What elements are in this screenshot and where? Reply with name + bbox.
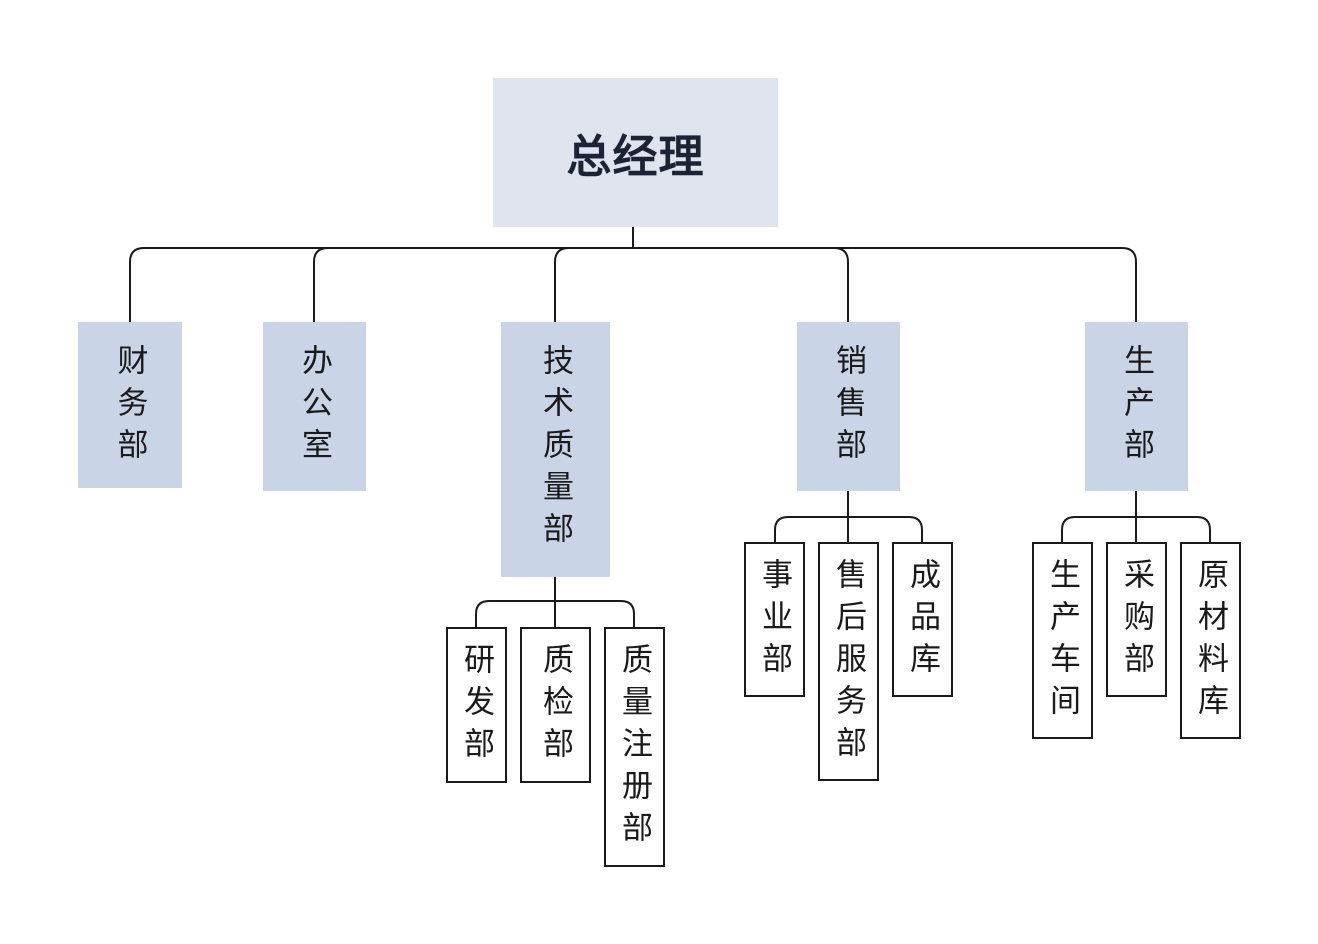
- sub-unit: 质检部: [520, 627, 591, 783]
- connector-top-bus: [129, 247, 1137, 322]
- dept-production-label: 生产部: [1118, 344, 1154, 470]
- dept-finance: 财务部: [78, 322, 182, 488]
- connector-tech-children: [475, 577, 635, 628]
- dept-office: 办公室: [263, 322, 366, 491]
- dept-sales-label: 销售部: [830, 344, 866, 470]
- connector-sales: [833, 247, 849, 322]
- sub-unit: 原材料库: [1180, 542, 1241, 739]
- sub-unit: 生产车间: [1032, 542, 1093, 739]
- sub-unit: 质量注册部: [604, 627, 665, 867]
- sub-unit: 研发部: [446, 627, 507, 783]
- connector-office: [313, 247, 329, 322]
- dept-tech: 技术质量部: [501, 322, 610, 577]
- sub-unit-label: 生产车间: [1044, 558, 1080, 726]
- dept-production: 生产部: [1085, 322, 1188, 491]
- sub-unit-label: 售后服务部: [830, 558, 866, 768]
- root-box: 总经理: [493, 78, 778, 227]
- sub-unit: 售后服务部: [818, 542, 879, 781]
- dept-sales: 销售部: [797, 322, 900, 491]
- connector-production-children: [1061, 490, 1211, 543]
- dept-office-label: 办公室: [296, 344, 332, 470]
- sub-unit: 事业部: [744, 542, 805, 697]
- sub-unit-label: 采购部: [1118, 558, 1154, 684]
- sub-unit-label: 质检部: [537, 643, 573, 769]
- connector-sales-children: [774, 490, 923, 543]
- sub-unit: 采购部: [1106, 542, 1167, 697]
- sub-unit: 成品库: [892, 542, 953, 697]
- sub-unit-label: 质量注册部: [616, 643, 652, 853]
- connector-tech: [554, 247, 570, 322]
- sub-unit-label: 研发部: [458, 643, 494, 769]
- sub-unit-label: 原材料库: [1192, 558, 1228, 726]
- dept-tech-label: 技术质量部: [537, 344, 573, 554]
- dept-finance-label: 财务部: [111, 344, 148, 470]
- root-label: 总经理: [566, 130, 705, 183]
- sub-unit-label: 事业部: [756, 558, 792, 684]
- sub-unit-label: 成品库: [904, 558, 940, 684]
